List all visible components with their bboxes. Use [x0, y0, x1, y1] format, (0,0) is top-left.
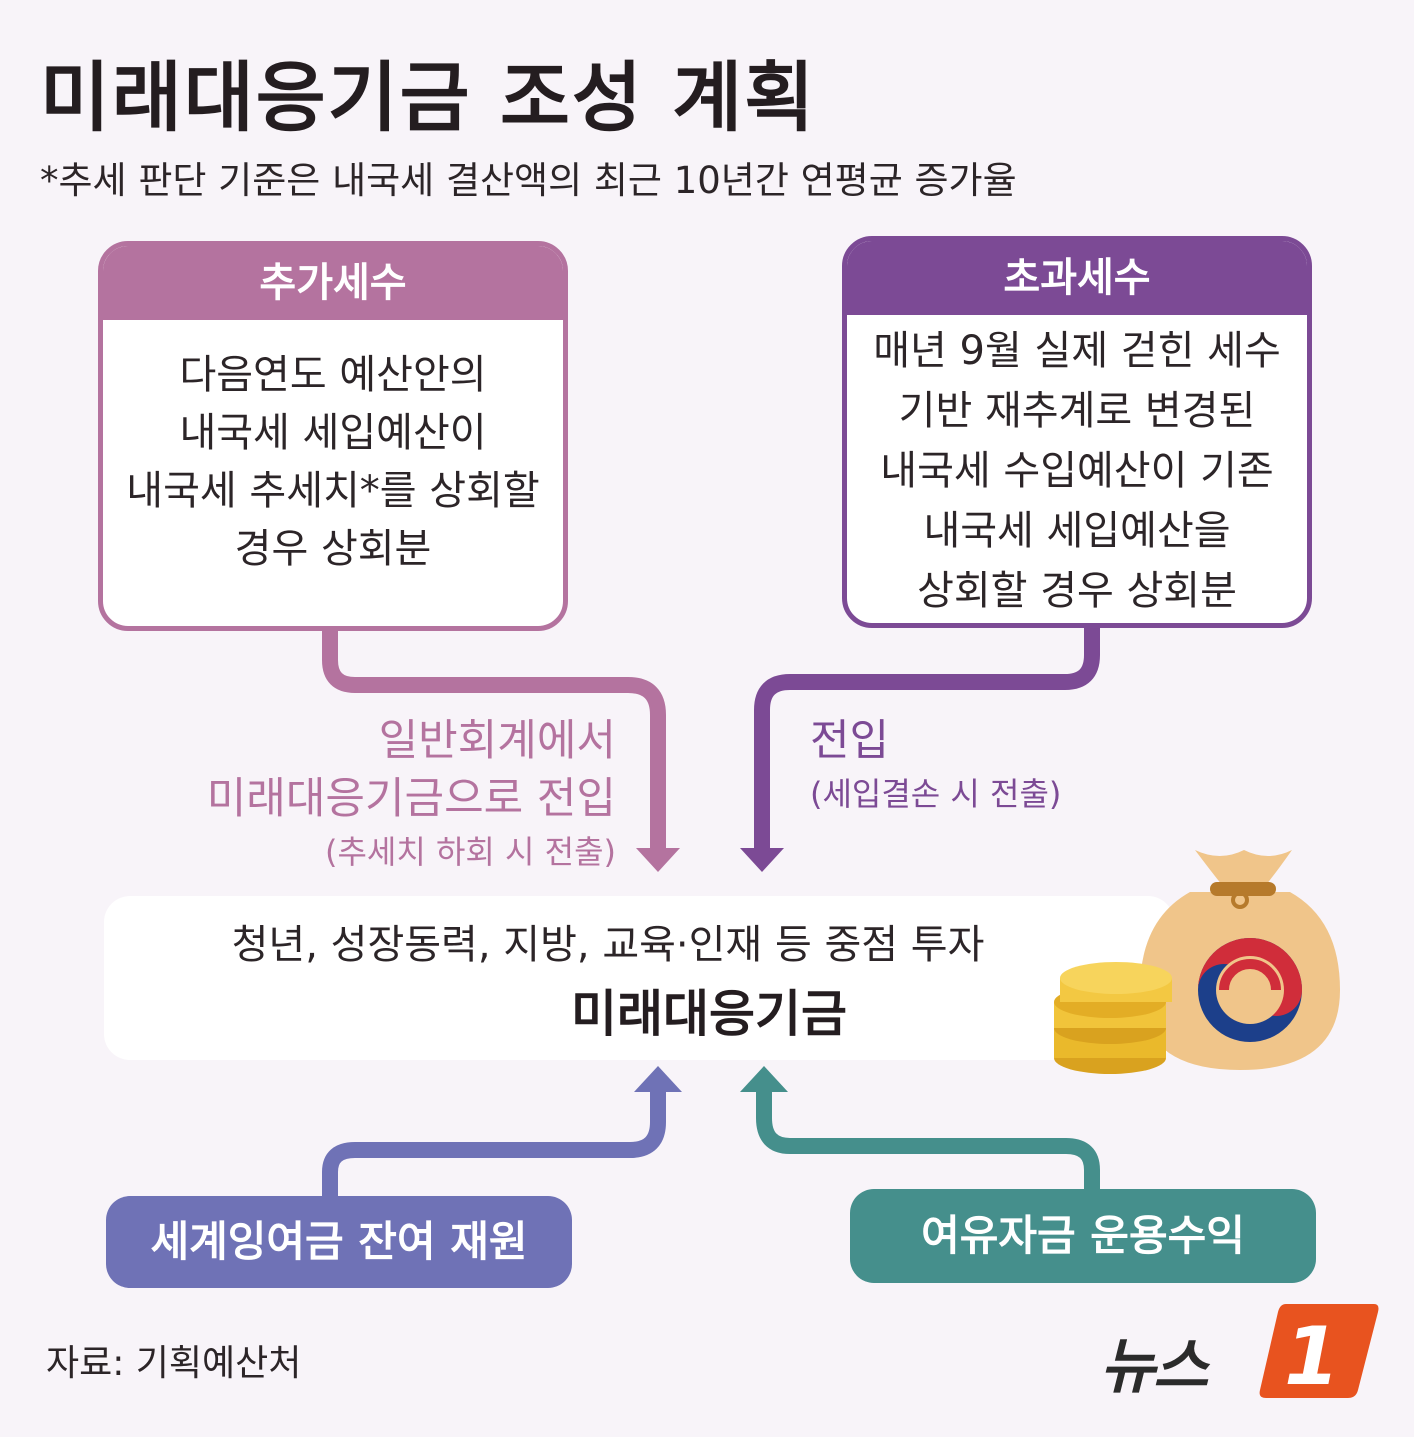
fund-box: [104, 896, 1174, 1060]
extra-tax-description: 다음연도 예산안의 내국세 세입예산이 내국세 추세치*를 상회할 경우 상회분: [103, 320, 563, 578]
extra-tax-line: 내국세 세입예산이: [179, 410, 487, 456]
extra-tax-flow-label: 일반회계에서 미래대응기금으로 전입 (추세치 하회 시 전출): [207, 712, 616, 876]
flow-label-line: 일반회계에서: [378, 716, 616, 766]
arrowhead-excess-tax: [740, 848, 784, 872]
extra-tax-line: 경우 상회분: [234, 526, 432, 572]
subtitle-note: *추세 판단 기준은 내국세 결산액의 최근 10년간 연평균 증가율: [40, 159, 1017, 202]
fund-investment-areas: 청년, 성장동력, 지방, 교육·인재 등 중점 투자: [231, 922, 985, 968]
source-note: 자료: 기획예산처: [46, 1343, 302, 1384]
excess-tax-box: 초과세수 매년 9월 실제 걷힌 세수 기반 재추계로 변경된 내국세 수입예산…: [842, 236, 1312, 628]
news1-logo-text: 뉴스: [1100, 1332, 1208, 1402]
news1-logo-number: 1: [1284, 1310, 1340, 1402]
taegeuk-icon: [1198, 938, 1302, 1042]
extra-tax-line: 다음연도 예산안의: [179, 352, 487, 398]
excess-tax-line: 내국세 세입예산을: [923, 508, 1231, 554]
flow-label-line: 전입: [810, 716, 890, 766]
arrow-investment: [756, 1080, 1100, 1197]
flow-label-note: (추세치 하회 시 전출): [324, 833, 616, 871]
surplus-source-pill: 세계잉여금 잔여 재원: [106, 1196, 572, 1288]
fund-name: 미래대응기금: [571, 985, 847, 1043]
page-title: 미래대응기금 조성 계획: [40, 53, 817, 142]
gold-coins-icon: [1054, 962, 1172, 1074]
money-bag-illustration: [1054, 850, 1340, 1074]
arrow-surplus: [322, 1080, 666, 1204]
arrowhead-investment: [740, 1066, 788, 1092]
excess-tax-line: 상회할 경우 상회분: [917, 568, 1237, 614]
investment-income-pill: 여유자금 운용수익: [850, 1189, 1316, 1283]
news1-logo-icon: 1: [1259, 1304, 1379, 1402]
arrow-excess-tax: [754, 618, 1100, 858]
extra-tax-header: 추가세수: [103, 246, 563, 320]
extra-tax-box: 추가세수 다음연도 예산안의 내국세 세입예산이 내국세 추세치*를 상회할 경…: [98, 241, 568, 631]
excess-tax-line: 매년 9월 실제 걷힌 세수: [873, 328, 1281, 374]
arrowhead-extra-tax: [636, 848, 680, 872]
flow-label-note: (세입결손 시 전출): [810, 775, 1062, 813]
excess-tax-description: 매년 9월 실제 걷힌 세수 기반 재추계로 변경된 내국세 수입예산이 기존 …: [847, 315, 1307, 621]
excess-tax-line: 기반 재추계로 변경된: [898, 388, 1256, 434]
arrowhead-surplus: [634, 1066, 682, 1092]
excess-tax-line: 내국세 수입예산이 기존: [880, 448, 1274, 494]
extra-tax-line: 내국세 추세치*를 상회할: [126, 468, 540, 514]
excess-tax-header: 초과세수: [847, 241, 1307, 315]
excess-tax-flow-label: 전입 (세입결손 시 전출): [810, 712, 1061, 818]
flow-label-line: 미래대응기금으로 전입: [206, 774, 616, 824]
arrow-extra-tax: [322, 622, 666, 858]
